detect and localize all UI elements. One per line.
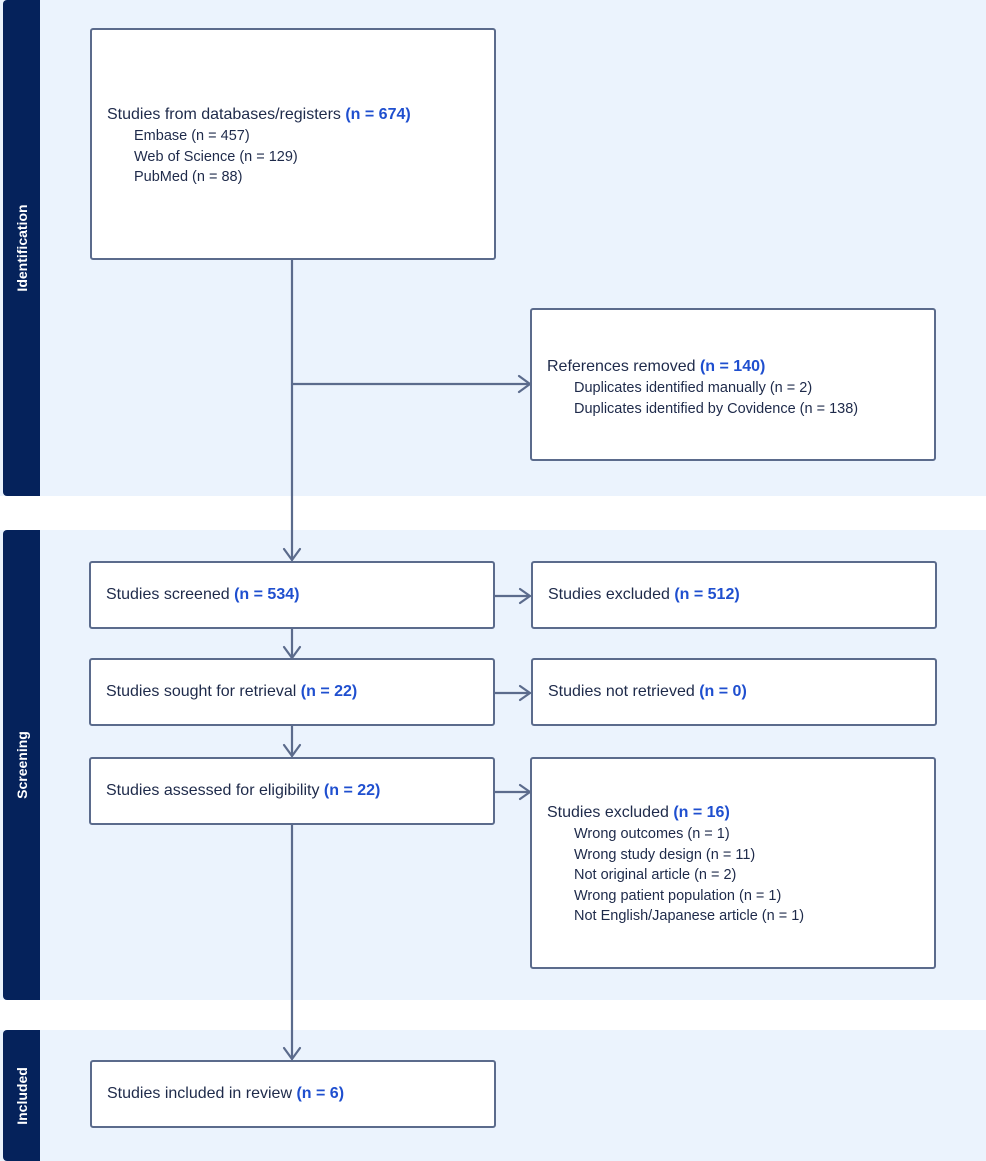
screening-tab: Screening bbox=[3, 530, 40, 1000]
databases-item-wos: Web of Science (n = 129) bbox=[134, 148, 298, 165]
removed-box: References removed (n = 140) Duplicates … bbox=[530, 308, 936, 461]
sought-box: Studies sought for retrieval (n = 22) bbox=[89, 658, 495, 726]
included-count: (n = 6) bbox=[296, 1085, 345, 1102]
not-retrieved-title: Studies not retrieved (n = 0) bbox=[548, 683, 747, 700]
databases-title: Studies from databases/registers (n = 67… bbox=[107, 106, 411, 123]
excluded2-item-population: Wrong patient population (n = 1) bbox=[574, 887, 782, 904]
identification-tab: Identification bbox=[3, 0, 40, 496]
excluded2-item-design: Wrong study design (n = 11) bbox=[574, 846, 756, 863]
sought-title: Studies sought for retrieval (n = 22) bbox=[106, 683, 358, 700]
removed-item-covidence: Duplicates identified by Covidence (n = … bbox=[574, 400, 859, 417]
excluded2-item-not-original: Not original article (n = 2) bbox=[574, 867, 737, 883]
databases-item-pubmed: PubMed (n = 88) bbox=[134, 169, 243, 185]
screened-title: Studies screened (n = 534) bbox=[106, 586, 300, 603]
removed-item-manual: Duplicates identified manually (n = 2) bbox=[574, 380, 813, 396]
excluded2-item-outcomes: Wrong outcomes (n = 1) bbox=[574, 826, 730, 842]
assessed-title: Studies assessed for eligibility (n = 22… bbox=[106, 782, 381, 799]
not-retrieved-count: (n = 0) bbox=[699, 683, 747, 700]
excluded1-count: (n = 512) bbox=[674, 586, 740, 603]
assessed-box: Studies assessed for eligibility (n = 22… bbox=[89, 757, 495, 825]
assessed-count: (n = 22) bbox=[323, 782, 381, 799]
databases-count: (n = 674) bbox=[345, 106, 411, 123]
databases-item-embase: Embase (n = 457) bbox=[134, 128, 250, 144]
excluded1-title: Studies excluded (n = 512) bbox=[548, 586, 740, 603]
screened-count: (n = 534) bbox=[234, 586, 300, 603]
screened-box: Studies screened (n = 534) bbox=[89, 561, 495, 629]
excluded2-box: Studies excluded (n = 16) Wrong outcomes… bbox=[530, 757, 936, 969]
excluded2-count: (n = 16) bbox=[673, 804, 730, 821]
not-retrieved-box: Studies not retrieved (n = 0) bbox=[531, 658, 937, 726]
removed-title: References removed (n = 140) bbox=[547, 358, 766, 375]
included-tab: Included bbox=[3, 1030, 40, 1161]
excluded2-item-language: Not English/Japanese article (n = 1) bbox=[574, 908, 805, 924]
databases-box: Studies from databases/registers (n = 67… bbox=[90, 28, 496, 260]
excluded1-box: Studies excluded (n = 512) bbox=[531, 561, 937, 629]
removed-count: (n = 140) bbox=[699, 358, 766, 375]
included-box: Studies included in review (n = 6) bbox=[90, 1060, 496, 1128]
excluded2-title: Studies excluded (n = 16) bbox=[547, 804, 730, 821]
sought-count: (n = 22) bbox=[300, 683, 358, 700]
included-title: Studies included in review (n = 6) bbox=[107, 1085, 345, 1102]
